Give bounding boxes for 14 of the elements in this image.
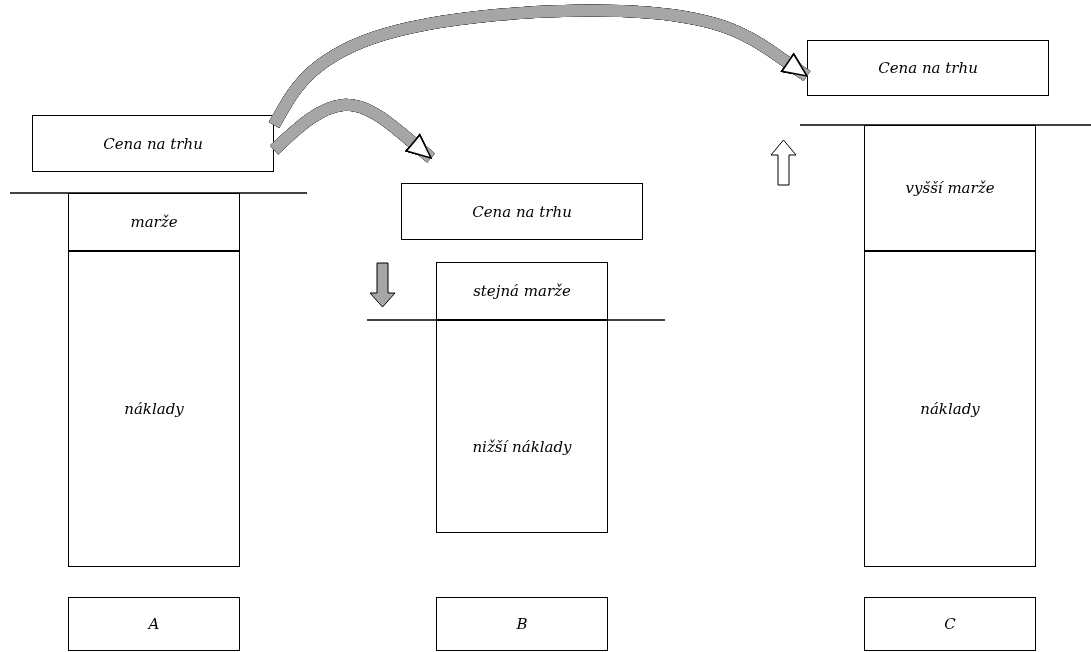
text-box: vyšší marže <box>864 125 1036 251</box>
text-box: náklady <box>864 251 1036 567</box>
text-box: Cena na trhu <box>32 115 274 172</box>
curved-arrow <box>268 4 811 128</box>
text-box: Cena na trhu <box>807 40 1049 96</box>
text-box: nižší náklady <box>436 320 608 533</box>
text-box: B <box>436 597 608 651</box>
text-box: náklady <box>68 251 240 567</box>
text-box: A <box>68 597 240 651</box>
text-box: C <box>864 597 1036 651</box>
text-box: Cena na trhu <box>401 183 643 240</box>
text-box: stejná marže <box>436 262 608 320</box>
text-box: marže <box>68 193 240 251</box>
curved-arrow <box>269 98 435 163</box>
